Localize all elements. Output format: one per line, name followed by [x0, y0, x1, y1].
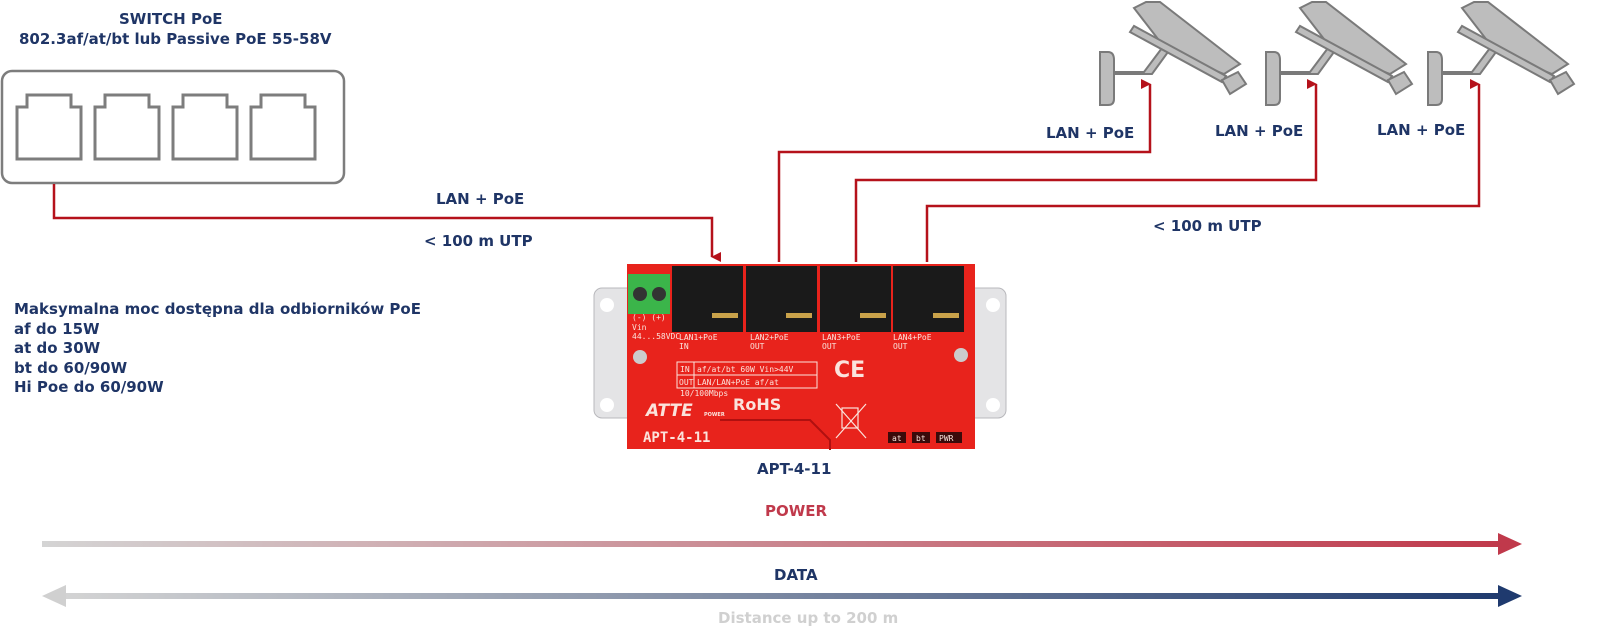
cable-input: [52, 184, 721, 262]
pcb-ce-mark: CE: [834, 358, 865, 383]
pcb-rohs: RoHS: [733, 395, 781, 414]
power-info-heading: Maksymalna moc dostępna dla odbiorników …: [14, 300, 421, 318]
camera-icon-3: [1427, 1, 1575, 106]
pcb-port4-label: LAN4+PoE: [893, 333, 932, 342]
switch-subtitle: 802.3af/at/bt lub Passive PoE 55-58V: [19, 30, 332, 48]
output-distance-label: < 100 m UTP: [1153, 217, 1262, 235]
pcb-out-key: OUT: [679, 378, 694, 387]
cable-output-2: [854, 79, 1318, 262]
input-distance-label: < 100 m UTP: [424, 232, 533, 250]
pcb-brand: ATTE: [644, 401, 693, 421]
pcb-vin-label: Vin: [632, 323, 647, 332]
pcb-port1-dir: IN: [679, 342, 689, 351]
power-legend-label: POWER: [765, 502, 828, 520]
distance-label: Distance up to 200 m: [718, 609, 899, 627]
pcb-speed: 10/100Mbps: [680, 389, 728, 398]
pcb-in-value: af/at/bt 60W Vin>44V: [697, 365, 794, 374]
poe-switch-icon: [0, 69, 346, 185]
power-info-line: af do 15W: [14, 319, 100, 338]
input-link-label: LAN + PoE: [436, 190, 525, 208]
pcb-port3-dir: OUT: [822, 342, 837, 351]
pcb-port3-label: LAN3+PoE: [822, 333, 861, 342]
cable-output-3: [925, 79, 1481, 262]
cable-output-1: [777, 79, 1152, 262]
camera-icon-2: [1265, 1, 1413, 106]
power-info-line: at do 30W: [14, 339, 101, 357]
pcb-port1-label: LAN1+PoE: [679, 333, 718, 342]
pcb-model: APT-4-11: [643, 430, 710, 446]
apt-4-11-device-image: (-) (+) Vin 44...58VDC LAN1+PoE IN LAN2+…: [593, 264, 1007, 450]
pcb-led-pwr: PWR: [939, 434, 954, 443]
pcb-port2-dir: OUT: [750, 342, 765, 351]
power-info-line: Hi Poe do 60/90W: [14, 378, 164, 396]
output-link-label-2: LAN + PoE: [1215, 122, 1304, 140]
pcb-vin-range: 44...58VDC: [632, 332, 680, 341]
pcb-led-bt: bt: [916, 434, 926, 443]
pcb-in-key: IN: [680, 365, 690, 374]
data-legend-label: DATA: [774, 566, 818, 584]
pcb-led-at: at: [892, 434, 902, 443]
pcb-port4-dir: OUT: [893, 342, 908, 351]
output-link-label-1: LAN + PoE: [1046, 124, 1135, 142]
device-name: APT-4-11: [757, 460, 832, 478]
power-arrow: [42, 533, 1522, 555]
power-info-line: bt do 60/90W: [14, 358, 128, 377]
weee-bin-icon: [835, 403, 867, 439]
pcb-vin-polarity: (-) (+): [632, 313, 666, 322]
output-link-label-3: LAN + PoE: [1377, 121, 1466, 139]
pcb-port2-label: LAN2+PoE: [750, 333, 789, 342]
pcb-out-value: LAN/LAN+PoE af/at: [697, 378, 779, 387]
data-arrow: [42, 585, 1522, 607]
power-info: Maksymalna moc dostępna dla odbiorników …: [14, 300, 421, 398]
switch-title: SWITCH PoE: [119, 10, 223, 28]
camera-icon-1: [1099, 1, 1247, 106]
pcb-brand-sub: POWER: [704, 412, 725, 418]
